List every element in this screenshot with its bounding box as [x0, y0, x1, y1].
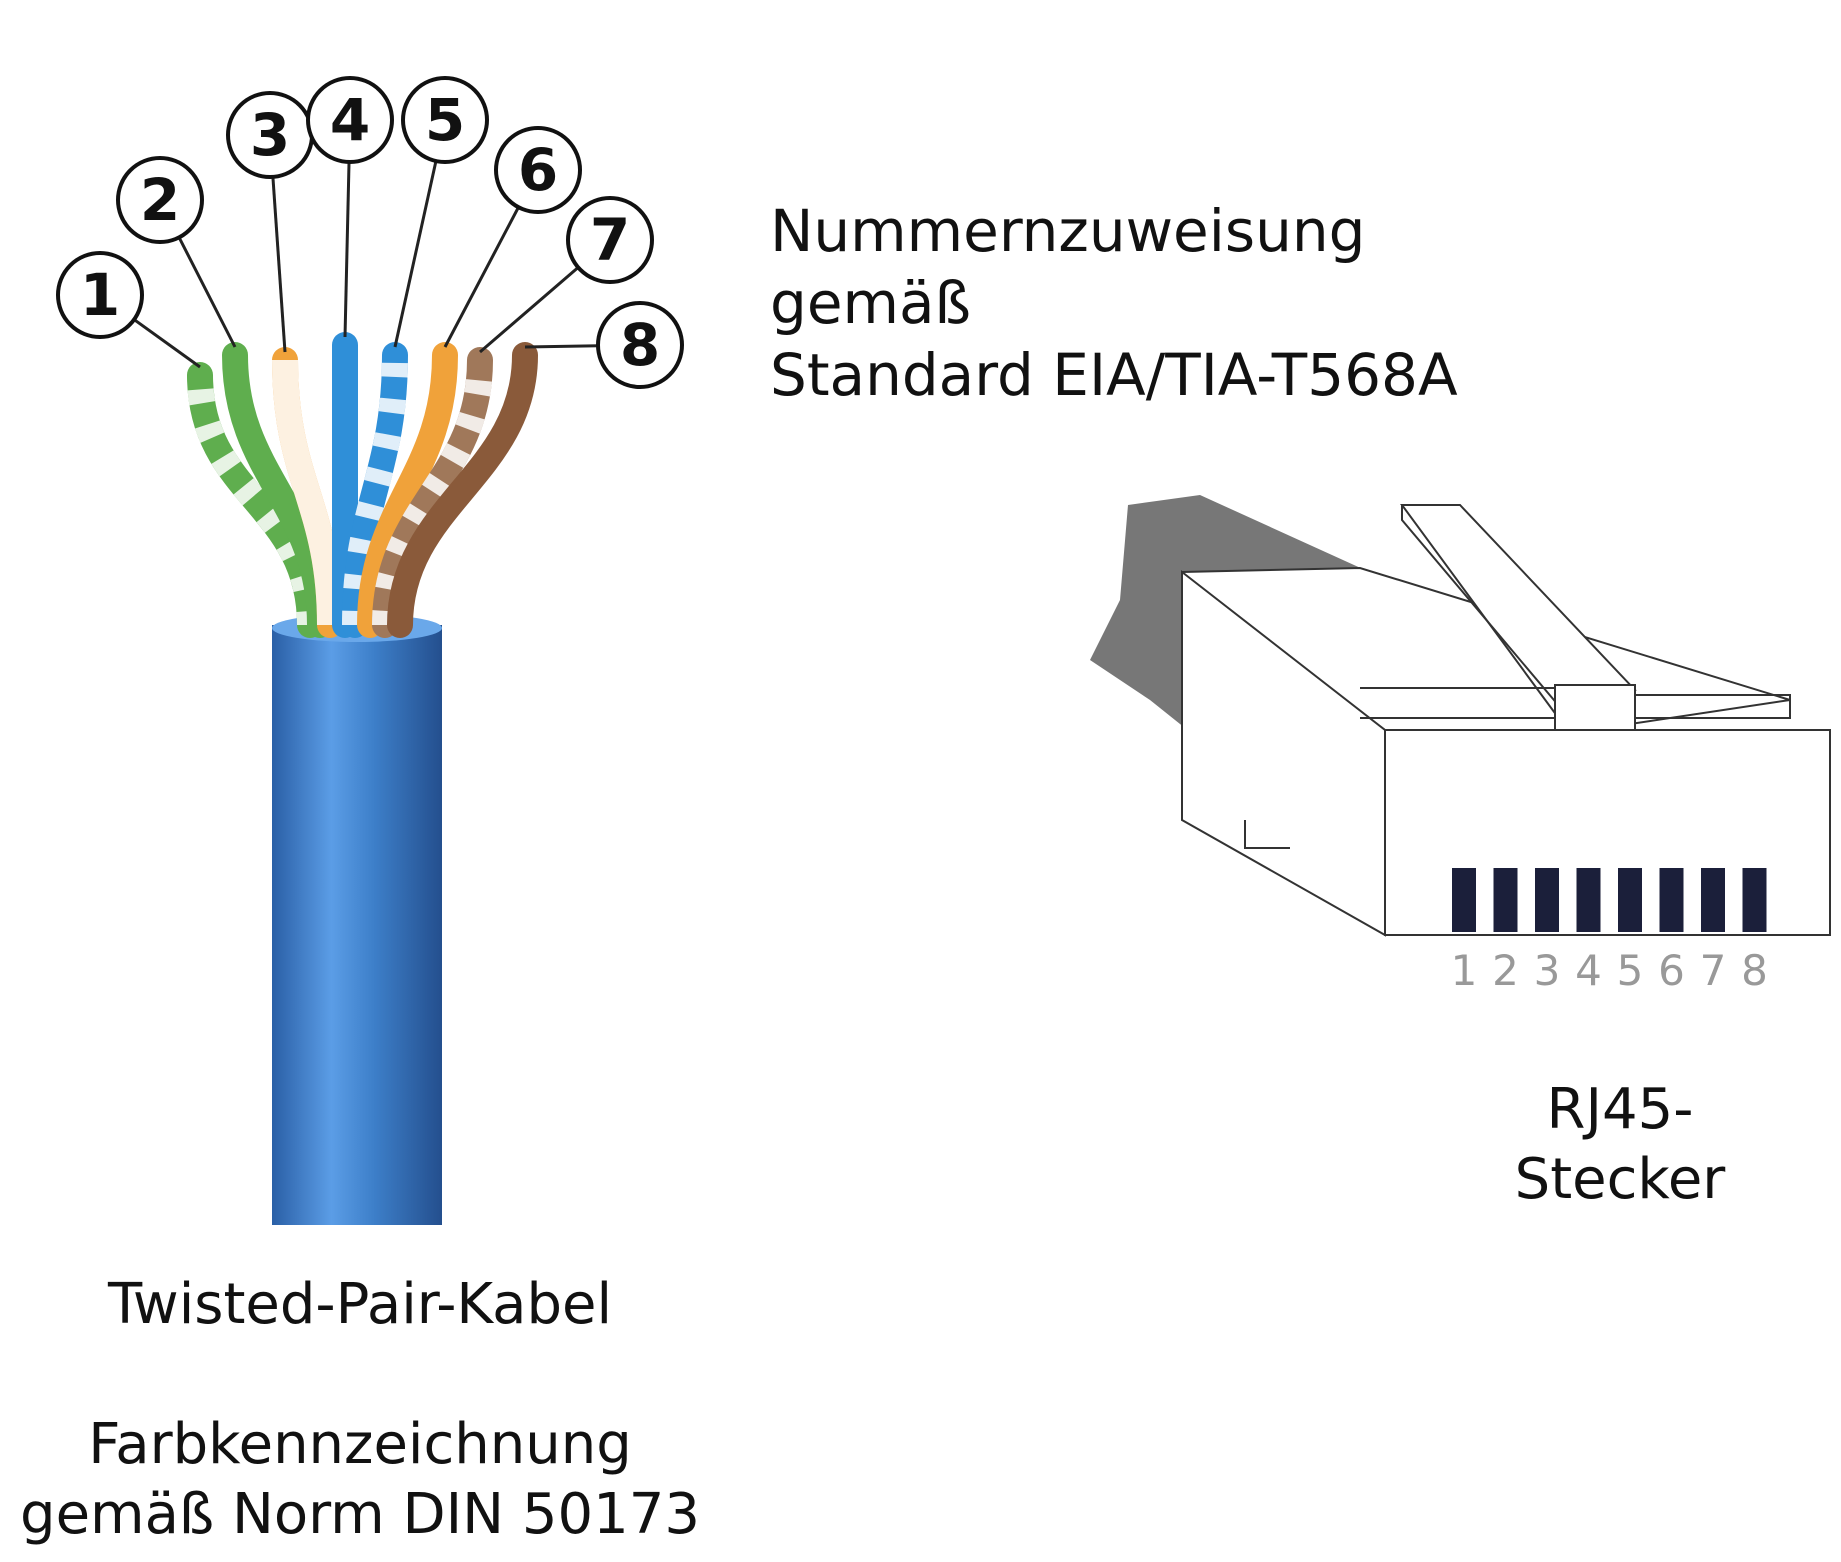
wire-badge-7	[566, 196, 654, 284]
wire-6	[357, 342, 458, 638]
wire-badge-4	[306, 76, 394, 164]
wire-5-stripe	[342, 354, 408, 626]
wire-badge-2	[116, 156, 204, 244]
plug-latch-block	[1554, 684, 1636, 731]
plug-latch-edge	[1401, 505, 1576, 726]
wire-8	[387, 342, 538, 638]
contact-pin-8	[1742, 868, 1767, 932]
plug-ridge-right	[1635, 694, 1791, 719]
contact-pin-4	[1576, 868, 1601, 932]
pin-number-8: 8	[1741, 946, 1768, 995]
wire-number-3: 3	[250, 101, 290, 169]
pin-number-6: 6	[1658, 946, 1685, 995]
wire-number-8: 8	[620, 311, 660, 379]
wire-number-7: 7	[590, 206, 630, 274]
color-norm-caption: Farbkennzeichnung gemäß Norm DIN 50173	[0, 1410, 720, 1550]
wire-group	[187, 332, 538, 638]
wire-number-4: 4	[330, 86, 370, 154]
pin-number-1: 1	[1451, 946, 1478, 995]
norm-caption-line-2: gemäß Norm DIN 50173	[20, 1482, 700, 1547]
pin-number-3: 3	[1534, 946, 1561, 995]
wire-7-stripe	[372, 359, 493, 626]
pin-number-2: 2	[1492, 946, 1519, 995]
wire-number-2: 2	[140, 166, 180, 234]
plug-bottom-notch	[1244, 820, 1290, 849]
contact-pin-3	[1535, 868, 1559, 932]
pin-number-4: 4	[1575, 946, 1602, 995]
contact-pin-5	[1618, 868, 1642, 932]
wire-number-1: 1	[80, 261, 120, 329]
contact-pin-2	[1493, 868, 1518, 932]
wire-badge-5	[401, 76, 489, 164]
pin-number-5: 5	[1617, 946, 1644, 995]
contact-pin-6	[1659, 868, 1684, 932]
pin-number-7: 7	[1700, 946, 1727, 995]
wire-badge-8	[596, 301, 684, 389]
numbering-heading: Nummernzuweisung gemäß Standard EIA/TIA-…	[770, 195, 1530, 411]
cable-jacket	[272, 625, 442, 1225]
wire-badge-1	[56, 251, 144, 339]
plug-caption-line-2: Stecker	[1514, 1147, 1726, 1212]
contact-pin-1	[1452, 868, 1476, 932]
contact-pin-7	[1701, 868, 1725, 932]
wire-badge-6	[494, 126, 582, 214]
plug-contact-pins	[1452, 868, 1767, 932]
plug-ridge-left	[1360, 687, 1556, 719]
heading-line-1: Nummernzuweisung gemäß	[770, 197, 1366, 337]
wire-number-6: 6	[518, 136, 558, 204]
plug-caption-line-1: RJ45-	[1546, 1077, 1694, 1142]
plug-caption: RJ45- Stecker	[1400, 1075, 1840, 1215]
norm-caption-line-1: Farbkennzeichnung	[88, 1412, 632, 1477]
wire-3-stripe	[272, 359, 343, 626]
cable-caption: Twisted-Pair-Kabel	[107, 1272, 613, 1337]
heading-line-2: Standard EIA/TIA-T568A	[770, 341, 1458, 409]
wire-number-5: 5	[425, 86, 465, 154]
